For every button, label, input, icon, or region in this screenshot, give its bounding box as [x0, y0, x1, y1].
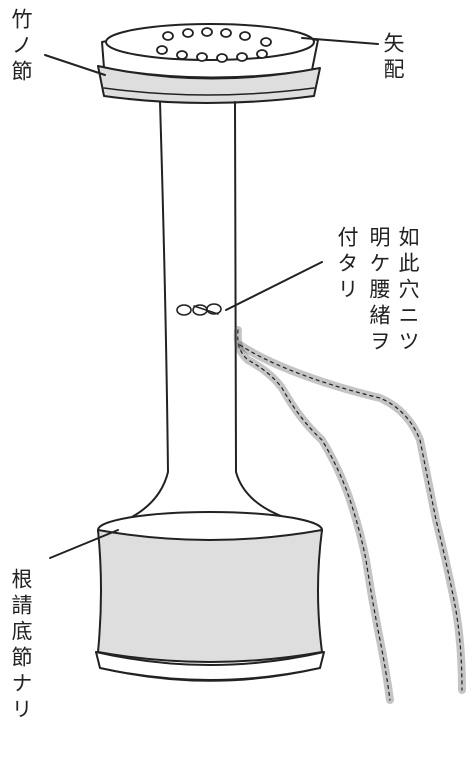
- arrow-holes: [156, 27, 272, 63]
- waist-cord: [233, 326, 466, 704]
- leader-waist-hole: [225, 261, 323, 311]
- label-bamboo-node: 竹ノ節: [9, 8, 33, 86]
- leader-bamboo-node: [44, 54, 106, 76]
- leader-arrow-layout: [301, 37, 379, 45]
- leader-base: [49, 529, 119, 559]
- leader-lines: [44, 37, 379, 559]
- waist-cord-hole: [176, 303, 222, 316]
- label-hole-note-col1: 如此穴ニツ: [396, 226, 420, 356]
- label-arrow-layout: 矢配: [381, 32, 405, 84]
- quiver-shaft: [121, 101, 293, 523]
- label-base-note: 根請底節ナリ: [9, 568, 33, 724]
- base-node: [95, 511, 325, 682]
- label-hole-note-col3: 付タリ: [335, 226, 359, 304]
- label-hole-note-col2: 明ケ腰緒ヲ: [367, 226, 391, 356]
